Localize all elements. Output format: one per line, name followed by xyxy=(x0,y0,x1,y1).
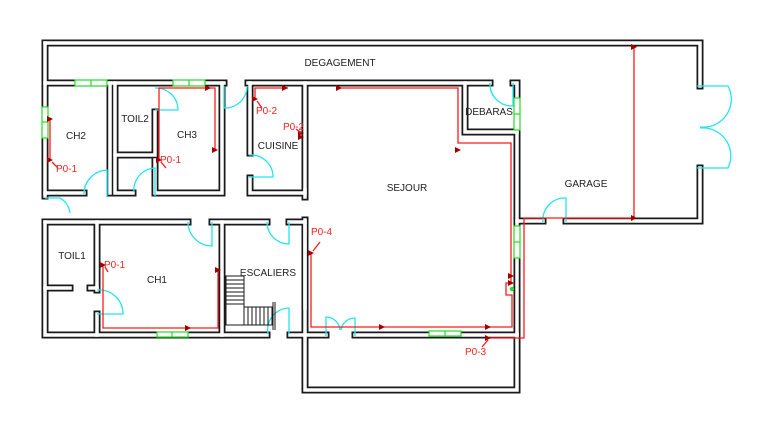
outlet-marker-icon xyxy=(308,250,314,256)
outlet-marker-icon xyxy=(212,147,218,153)
staircase xyxy=(225,275,276,330)
outlet-marker-icon xyxy=(631,44,637,50)
circuit-label-cuisine-b: P0-2 xyxy=(283,122,305,133)
door xyxy=(266,221,290,245)
circuit-label-cuisine-a: P0-2 xyxy=(256,106,278,117)
outlet-marker-icon xyxy=(252,96,258,102)
wall xyxy=(111,79,137,197)
door xyxy=(83,169,108,196)
walls xyxy=(41,39,704,394)
room-label-degagement: DEGAGEMENT xyxy=(304,58,375,69)
circuit-label-ch2: P0-1 xyxy=(56,164,78,175)
outlet-marker-icon xyxy=(485,324,491,330)
wire-circuit-garage xyxy=(488,47,635,339)
door xyxy=(325,316,356,336)
outlet-marker-icon xyxy=(298,134,304,140)
circuit-label-ch3: P0-1 xyxy=(160,155,182,166)
wire-circuit-ch1 xyxy=(102,265,219,329)
door xyxy=(45,197,71,214)
wall xyxy=(303,218,519,392)
circuit-label-sejour: P0-4 xyxy=(311,227,333,238)
door xyxy=(266,307,290,335)
door xyxy=(489,82,514,107)
door xyxy=(223,85,248,109)
room-label-ch3: CH3 xyxy=(177,130,197,141)
outlet-marker-icon xyxy=(47,116,53,122)
room-label-escaliers: ESCALIERS xyxy=(240,268,296,279)
outlet-marker-icon xyxy=(508,280,514,286)
circuit-labels: P0-1 P0-1 P0-2 P0-2 P0-1 P0-4 P0-3 xyxy=(56,106,487,358)
doors xyxy=(45,82,732,336)
electrical-wiring xyxy=(47,44,637,348)
outlet-marker-icon xyxy=(631,215,637,221)
outlet-marker-icon xyxy=(379,324,385,330)
outlet-marker-icon xyxy=(282,85,288,91)
outlet-marker-icon xyxy=(100,262,106,268)
room-labels: DEGAGEMENT CH2 TOIL2 CH3 CUISINE SEJOUR … xyxy=(58,58,608,286)
room-label-sejour: SEJOUR xyxy=(387,183,428,194)
outlet-marker-icon xyxy=(508,273,514,279)
room-label-toil1: TOIL1 xyxy=(58,251,86,262)
wall xyxy=(113,81,135,195)
door xyxy=(248,154,274,178)
door xyxy=(96,289,124,315)
room-label-garage: GARAGE xyxy=(565,179,608,190)
wall xyxy=(463,81,519,134)
room-label-cuisine: CUISINE xyxy=(258,141,299,152)
outlet-marker-icon xyxy=(336,85,342,91)
outlet-marker-icon xyxy=(455,147,461,153)
door xyxy=(187,221,213,247)
door xyxy=(697,85,732,169)
outlet-marker-icon xyxy=(185,325,191,331)
room-label-toil2: TOIL2 xyxy=(121,114,149,125)
wall xyxy=(43,220,269,337)
door xyxy=(133,167,156,196)
wire-circuit-cuisine xyxy=(254,87,288,99)
circuit-label-garage: P0-3 xyxy=(465,347,487,358)
outlet-marker-icon xyxy=(215,267,221,273)
wire-circuit-ch3 xyxy=(158,87,216,160)
wall xyxy=(562,164,704,225)
circuit-label-ch1: P0-1 xyxy=(104,260,126,271)
wall xyxy=(248,81,307,195)
room-label-ch1: CH1 xyxy=(147,275,167,286)
wall xyxy=(301,216,521,394)
outlet-marker-icon xyxy=(485,335,491,341)
wall xyxy=(113,110,157,157)
windows xyxy=(41,79,521,338)
outlet-marker-icon xyxy=(156,157,162,163)
wire-circuit-sejour xyxy=(310,87,513,328)
outlet-marker-icon xyxy=(205,85,211,91)
outlet-marker-icon xyxy=(47,157,53,163)
wall xyxy=(564,166,702,223)
wall xyxy=(43,41,702,88)
room-label-ch2: CH2 xyxy=(66,131,86,142)
room-label-debaras: DEBARAS xyxy=(465,107,513,118)
